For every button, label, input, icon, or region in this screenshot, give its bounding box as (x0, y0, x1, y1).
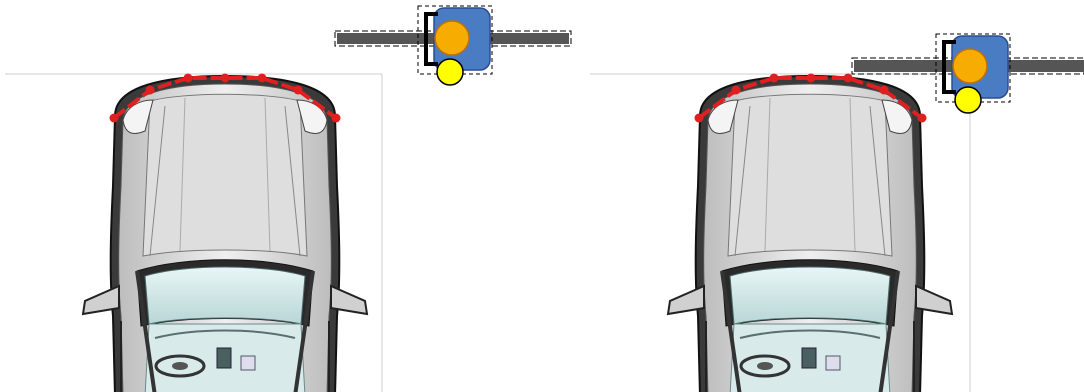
bumper-marker (769, 73, 779, 83)
bumper-marker (220, 73, 230, 83)
bumper-marker (879, 85, 889, 95)
bumper-marker (843, 73, 853, 83)
car-with-sensor-beam-right (590, 32, 1084, 392)
bumper-marker (731, 85, 741, 95)
bumper-marker (183, 73, 193, 83)
bumper-marker (694, 113, 704, 123)
bumper-marker (145, 85, 155, 95)
bumper-marker (293, 85, 303, 95)
bumper-sensor-arc (694, 73, 927, 123)
bumper-sensor-arc (109, 73, 341, 123)
bumper-marker (331, 113, 341, 123)
car-top-view (666, 74, 954, 392)
car-top-view (81, 74, 369, 392)
car-with-sensor-beam-left (5, 4, 572, 392)
bumper-marker (109, 113, 119, 123)
bumper-marker (257, 73, 267, 83)
bumper-marker (917, 113, 927, 123)
bumper-marker (806, 73, 816, 83)
